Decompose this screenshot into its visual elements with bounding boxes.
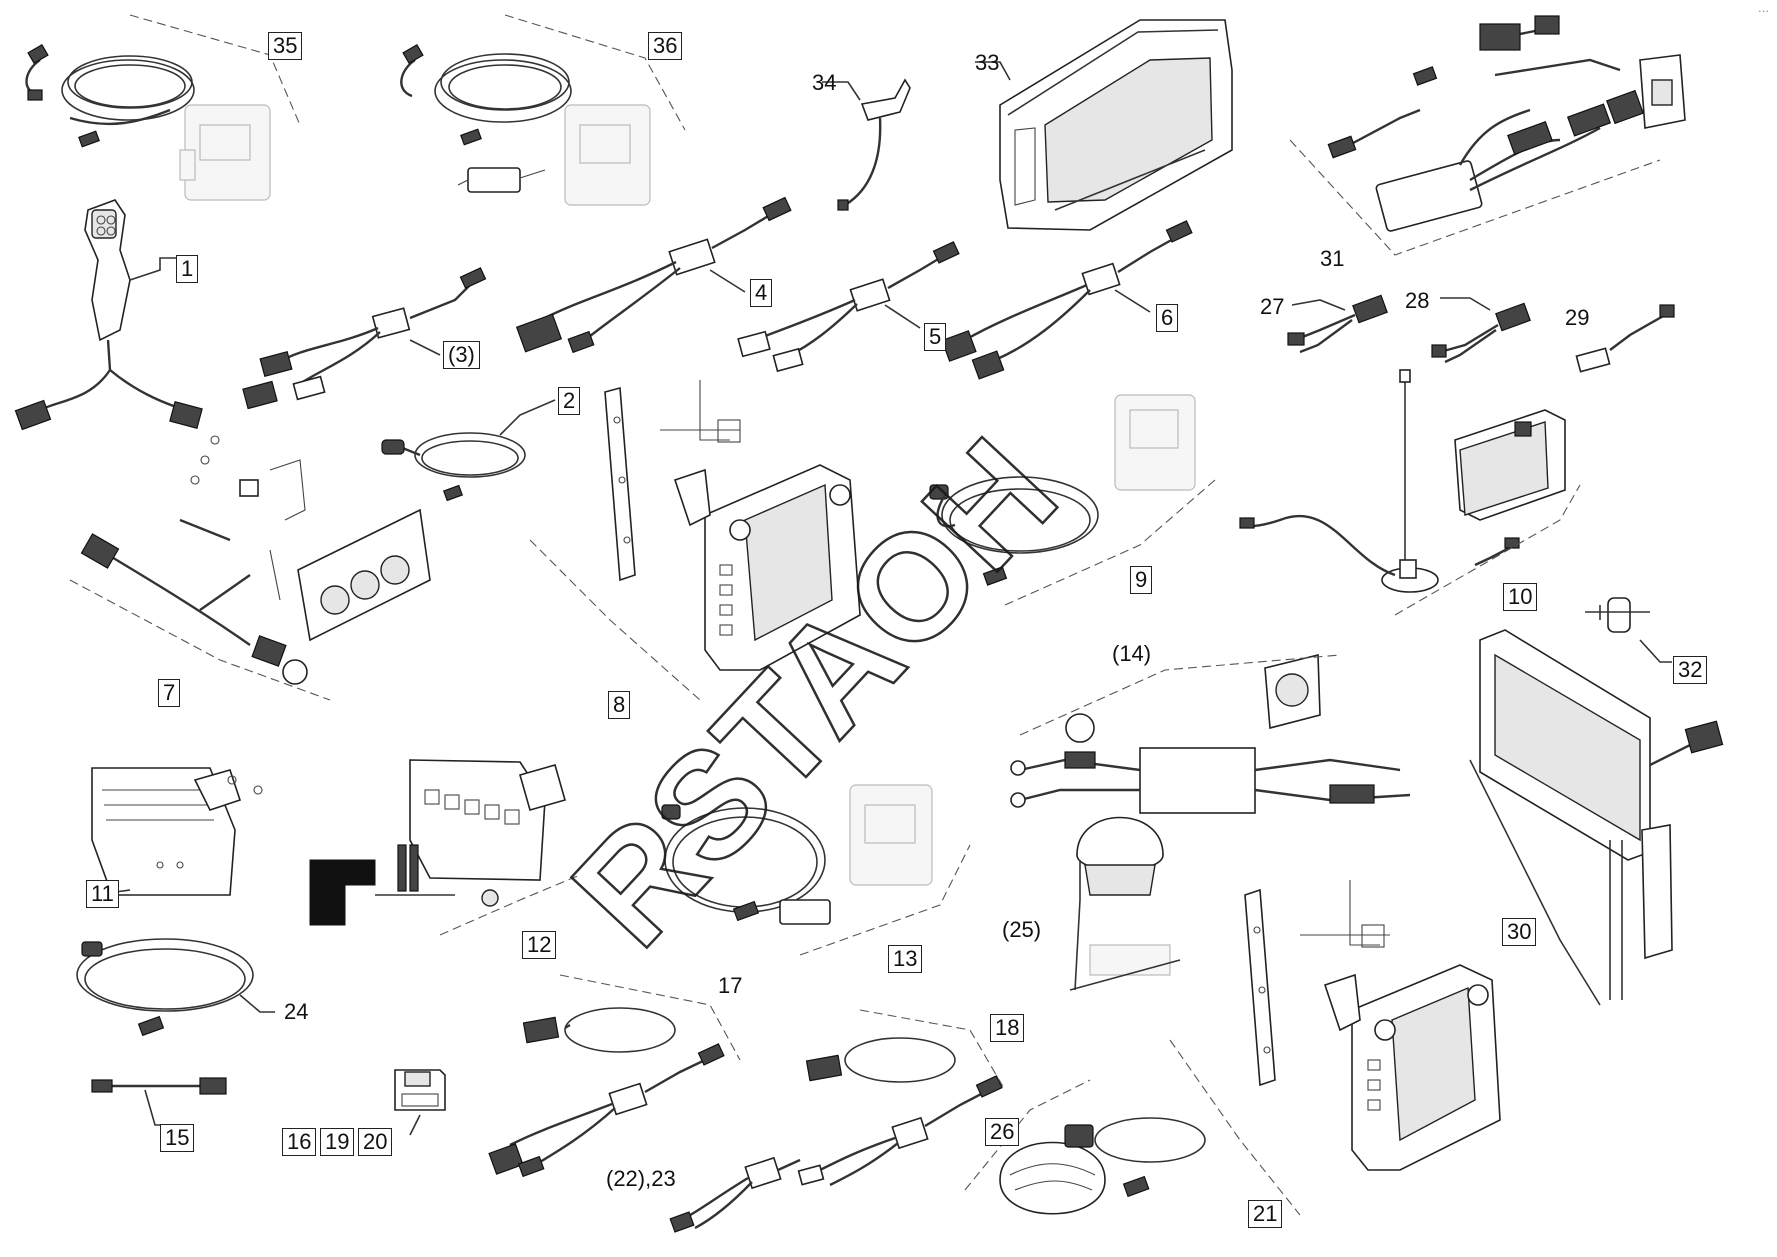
callout-4: 4 [750,279,773,307]
callout-24: 24 [284,999,309,1024]
callout-27: 27 [1260,294,1285,319]
part-16-19-20-software-disk [394,1069,446,1136]
callout-12: 12 [522,931,557,959]
part-7-control-panel-kit [69,435,431,701]
callout-1: 1 [176,255,199,283]
callout-9: 9 [1130,566,1153,594]
callout-8: 8 [608,691,631,719]
part-32-clamp [1585,597,1672,663]
part-13-camera-cable-kit [661,784,971,956]
callout-34: 34 [812,70,837,95]
callout-10: 10 [1503,583,1538,611]
callout-30: 30 [1502,918,1537,946]
callout-35: 35 [268,32,303,60]
part-34-bracket-sensor [822,78,911,211]
part-30-display-with-mount [1469,629,1724,1006]
part-25-receiver-dome [1069,816,1181,991]
part-31-harness-kit [1289,15,1686,256]
part-33-display-terminal [975,19,1233,231]
callout-33: 33 [975,50,1000,75]
part-22-23-adapter [669,1156,801,1233]
part-26-antenna-dome [964,1079,1206,1215]
part-27-adapter [1287,294,1388,354]
part-35-camera-cable-kit [25,14,301,201]
callout-6: 6 [1156,304,1179,332]
callout-11: 11 [86,880,119,908]
callout-29: 29 [1565,305,1590,330]
callout-22-23: (22),23 [606,1166,676,1191]
part-15-adapter-cable [91,1077,227,1126]
callout-14: (14) [1112,641,1152,666]
callout-32: 32 [1673,656,1708,684]
part-29-adapter [1575,304,1675,373]
part-18-harness-kit [797,1009,1006,1187]
callout-25: (25) [1002,917,1042,942]
callout-17: 17 [718,973,743,998]
callout-18: 18 [990,1014,1025,1042]
callout-15: 15 [160,1124,195,1152]
callout-21: 21 [1248,1200,1283,1228]
part-1-joystick [14,199,203,431]
callout-28: 28 [1405,288,1430,313]
callout-31: 31 [1320,246,1345,271]
part-36-camera-cable-kit [400,14,686,206]
part-5-y-harness [737,241,960,373]
callout-3: (3) [443,341,480,369]
part-10-antenna-module [1239,369,1581,616]
part-3-y-harness [242,267,487,410]
callout-2: 2 [558,387,581,415]
part-9-camera-cable-kit [929,394,1216,606]
corner-mark: … [1758,2,1769,15]
callout-16: 16 [282,1128,317,1156]
part-17-harness-kit [488,974,741,1178]
callout-7: 7 [158,679,181,707]
part-2-cable [381,399,556,502]
part-24-cable [76,938,275,1037]
part-6-y-harness [941,220,1193,380]
part-12-switch-box-harness [309,759,581,936]
part-4-y-harness [515,196,792,354]
callout-19: 19 [320,1128,355,1156]
part-11-switch-box [90,767,263,896]
part-28-adapter [1431,297,1531,364]
callout-36: 36 [648,32,683,60]
part-21-terminal-kit [1169,880,1501,1216]
part-14-harness-module [1010,653,1411,814]
callout-5: 5 [924,323,947,351]
callout-26: 26 [985,1118,1020,1146]
part-8-terminal-kit [529,380,861,701]
callout-20: 20 [358,1128,393,1156]
callout-13: 13 [888,945,923,973]
